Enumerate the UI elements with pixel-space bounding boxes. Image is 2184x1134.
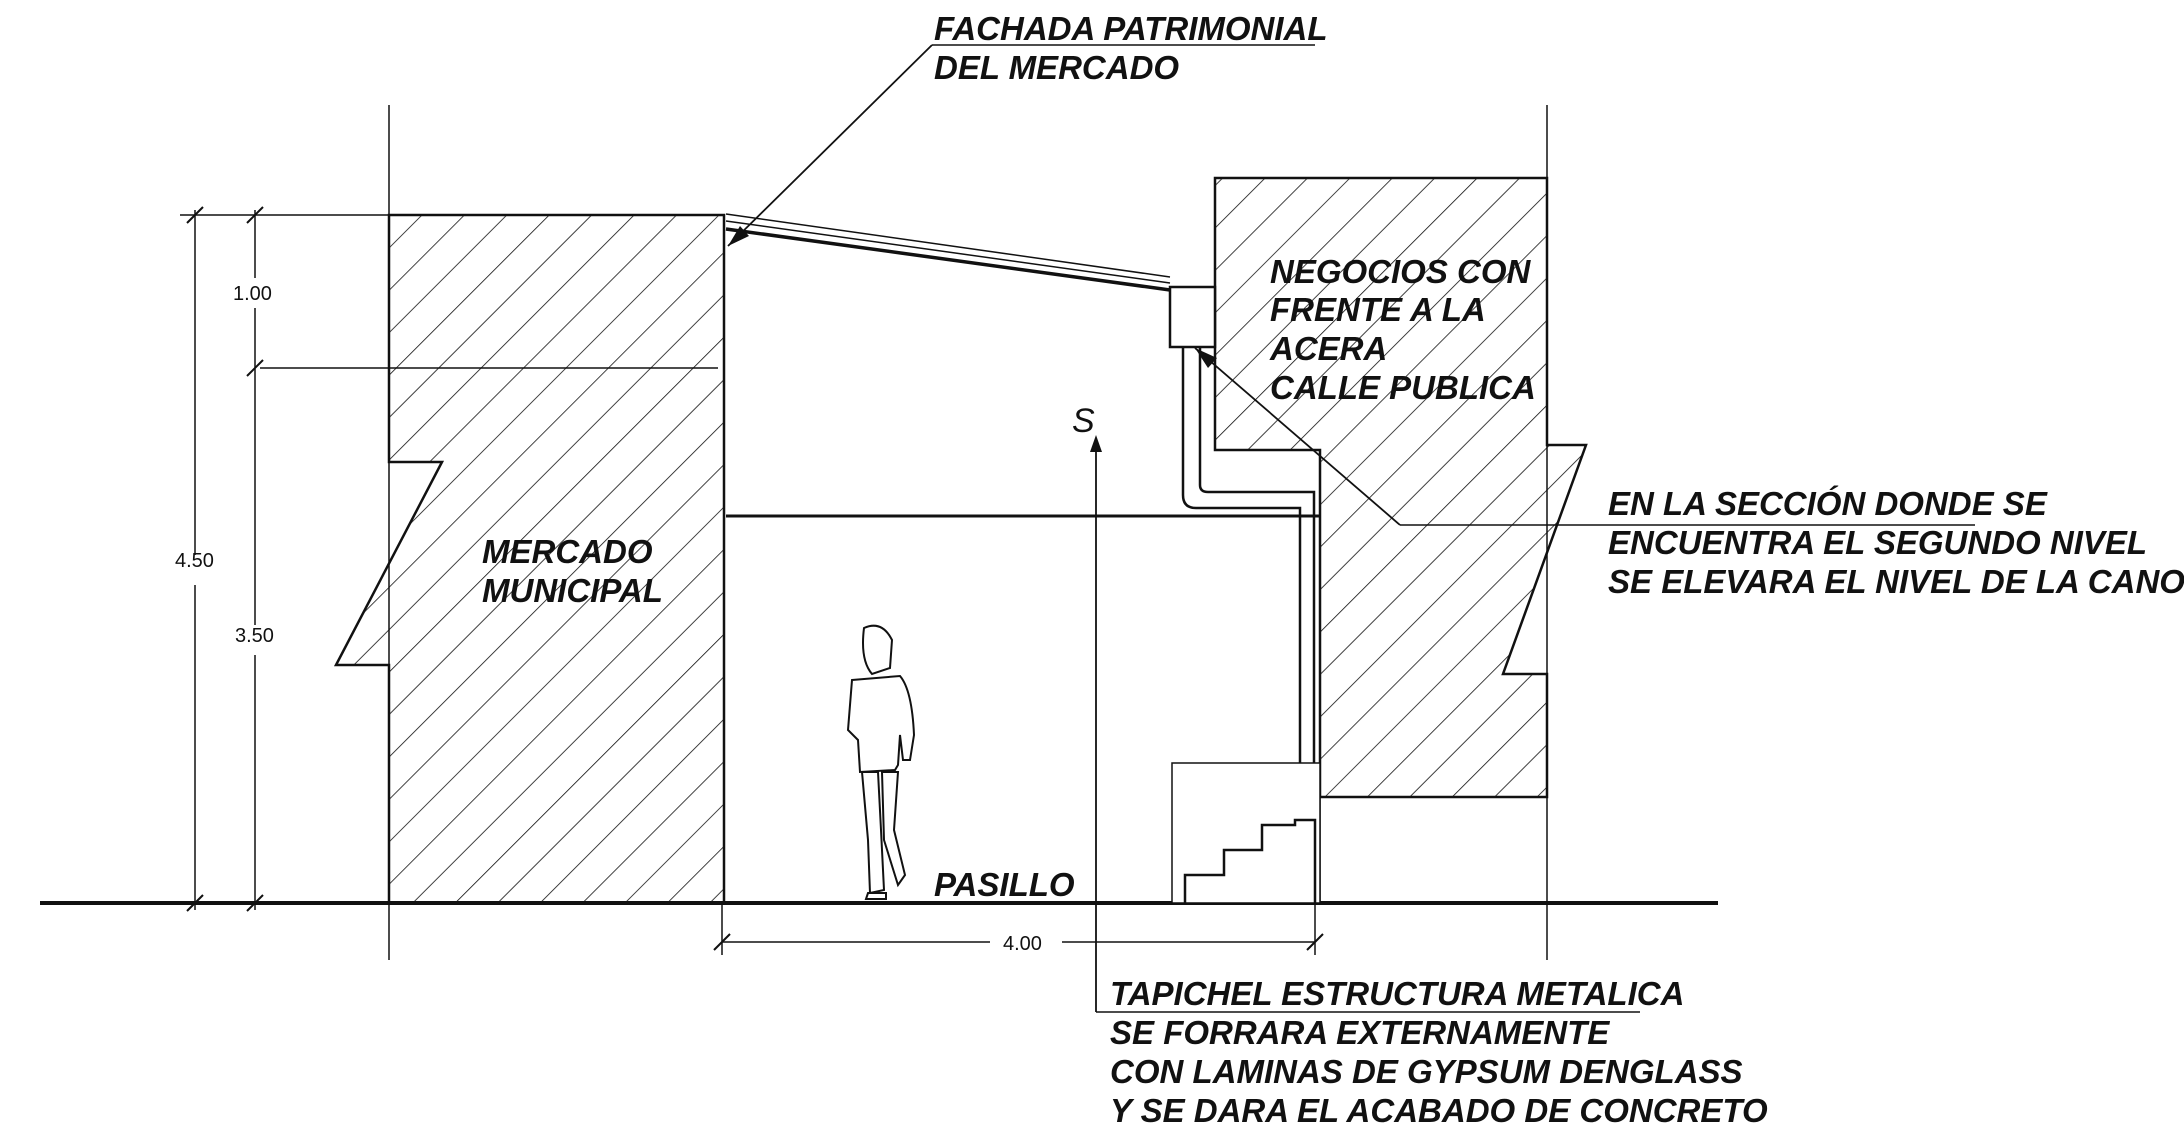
person-figure bbox=[846, 624, 916, 900]
mercado-wall bbox=[333, 105, 726, 960]
tapichel-label: TAPICHEL ESTRUCTURA METALICA SE FORRARA … bbox=[1110, 975, 1768, 1129]
section-line bbox=[1090, 435, 1102, 1012]
corridor-dimension bbox=[713, 903, 1324, 955]
section-mark: S bbox=[1072, 402, 1095, 440]
fachada-label: FACHADA PATRIMONIAL DEL MERCADO bbox=[934, 10, 1336, 86]
pasillo-label: PASILLO bbox=[934, 866, 1075, 903]
lower-height-label: 3.50 bbox=[235, 625, 274, 647]
height-dimensions bbox=[180, 206, 724, 912]
downspout bbox=[1181, 347, 1316, 826]
negocios-label: NEGOCIOS CON FRENTE A LA ACERA CALLE PUB… bbox=[1269, 253, 1540, 406]
stairs bbox=[1171, 762, 1321, 904]
total-height-label: 4.50 bbox=[175, 550, 214, 572]
corridor-width-label: 4.00 bbox=[1003, 933, 1042, 955]
roof bbox=[725, 213, 1171, 292]
seccion-leader bbox=[1194, 347, 1975, 526]
negocios-wall bbox=[1213, 105, 1588, 960]
seccion-label: EN LA SECCIÓN DONDE SE ENCUENTRA EL SEGU… bbox=[1608, 485, 2184, 600]
mercado-label: MERCADO MUNICIPAL bbox=[482, 533, 663, 609]
gutter-box bbox=[1168, 285, 1217, 349]
upper-height-label: 1.00 bbox=[233, 283, 272, 305]
fachada-leader bbox=[727, 44, 1315, 247]
